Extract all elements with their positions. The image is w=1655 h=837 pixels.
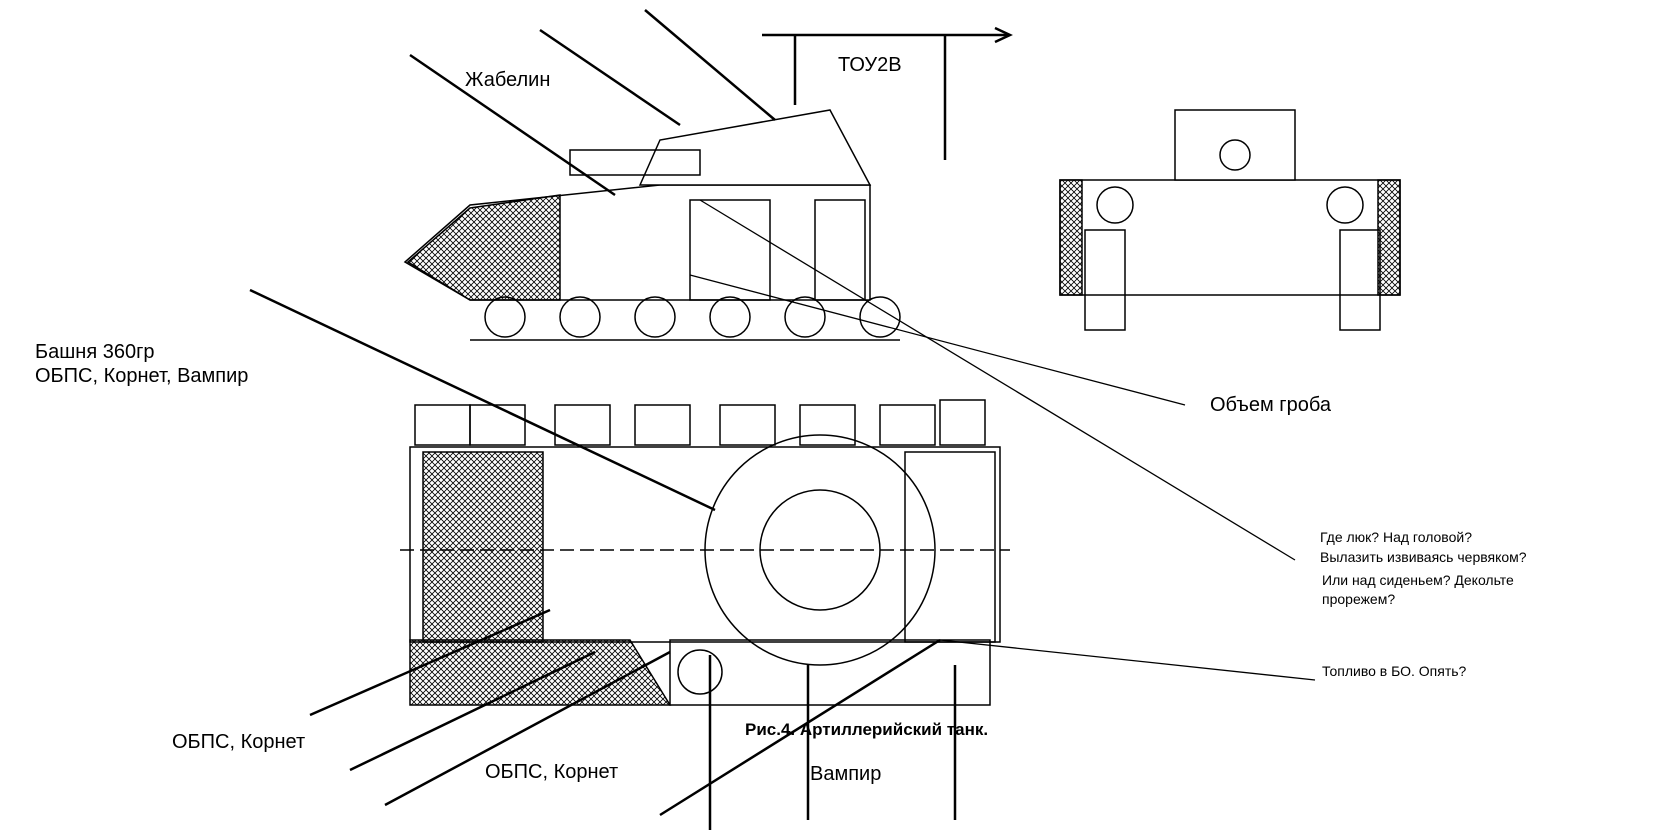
- label-obps-kornet-2: ОБПС, Корнет: [485, 761, 619, 783]
- road-wheels: [484, 296, 901, 338]
- label-coffin-volume: Объем гроба: [1210, 394, 1331, 416]
- label-hatch-question-4: прорежем?: [1322, 591, 1396, 607]
- thin-leader-lines: [689, 199, 1316, 681]
- top-road-wheels: [414, 399, 986, 446]
- label-hatch-question-1: Где люк? Над головой?: [1320, 529, 1472, 545]
- annotation-arrows: [249, 9, 1013, 830]
- label-javelin: Жабелин: [465, 69, 551, 91]
- label-turret-line1: Башня 360гр: [35, 341, 155, 363]
- label-vampir: Вампир: [810, 763, 882, 785]
- label-turret-line2: ОБПС, Корнет, Вампир: [35, 365, 249, 387]
- label-hatch-question-2: Вылазить извиваясь червяком?: [1320, 549, 1527, 565]
- figure-caption: Рис.4. Артиллерийский танк.: [745, 720, 989, 739]
- side-view: [403, 109, 901, 341]
- top-view: [400, 399, 1010, 706]
- label-tow2b: ТОУ2В: [838, 54, 902, 76]
- front-view: [1059, 109, 1401, 331]
- label-fuel: Топливо в БО. Опять?: [1322, 663, 1467, 679]
- label-hatch-question-3: Или над сиденьем? Декольте: [1322, 572, 1514, 588]
- label-obps-kornet-1: ОБПС, Корнет: [172, 731, 306, 753]
